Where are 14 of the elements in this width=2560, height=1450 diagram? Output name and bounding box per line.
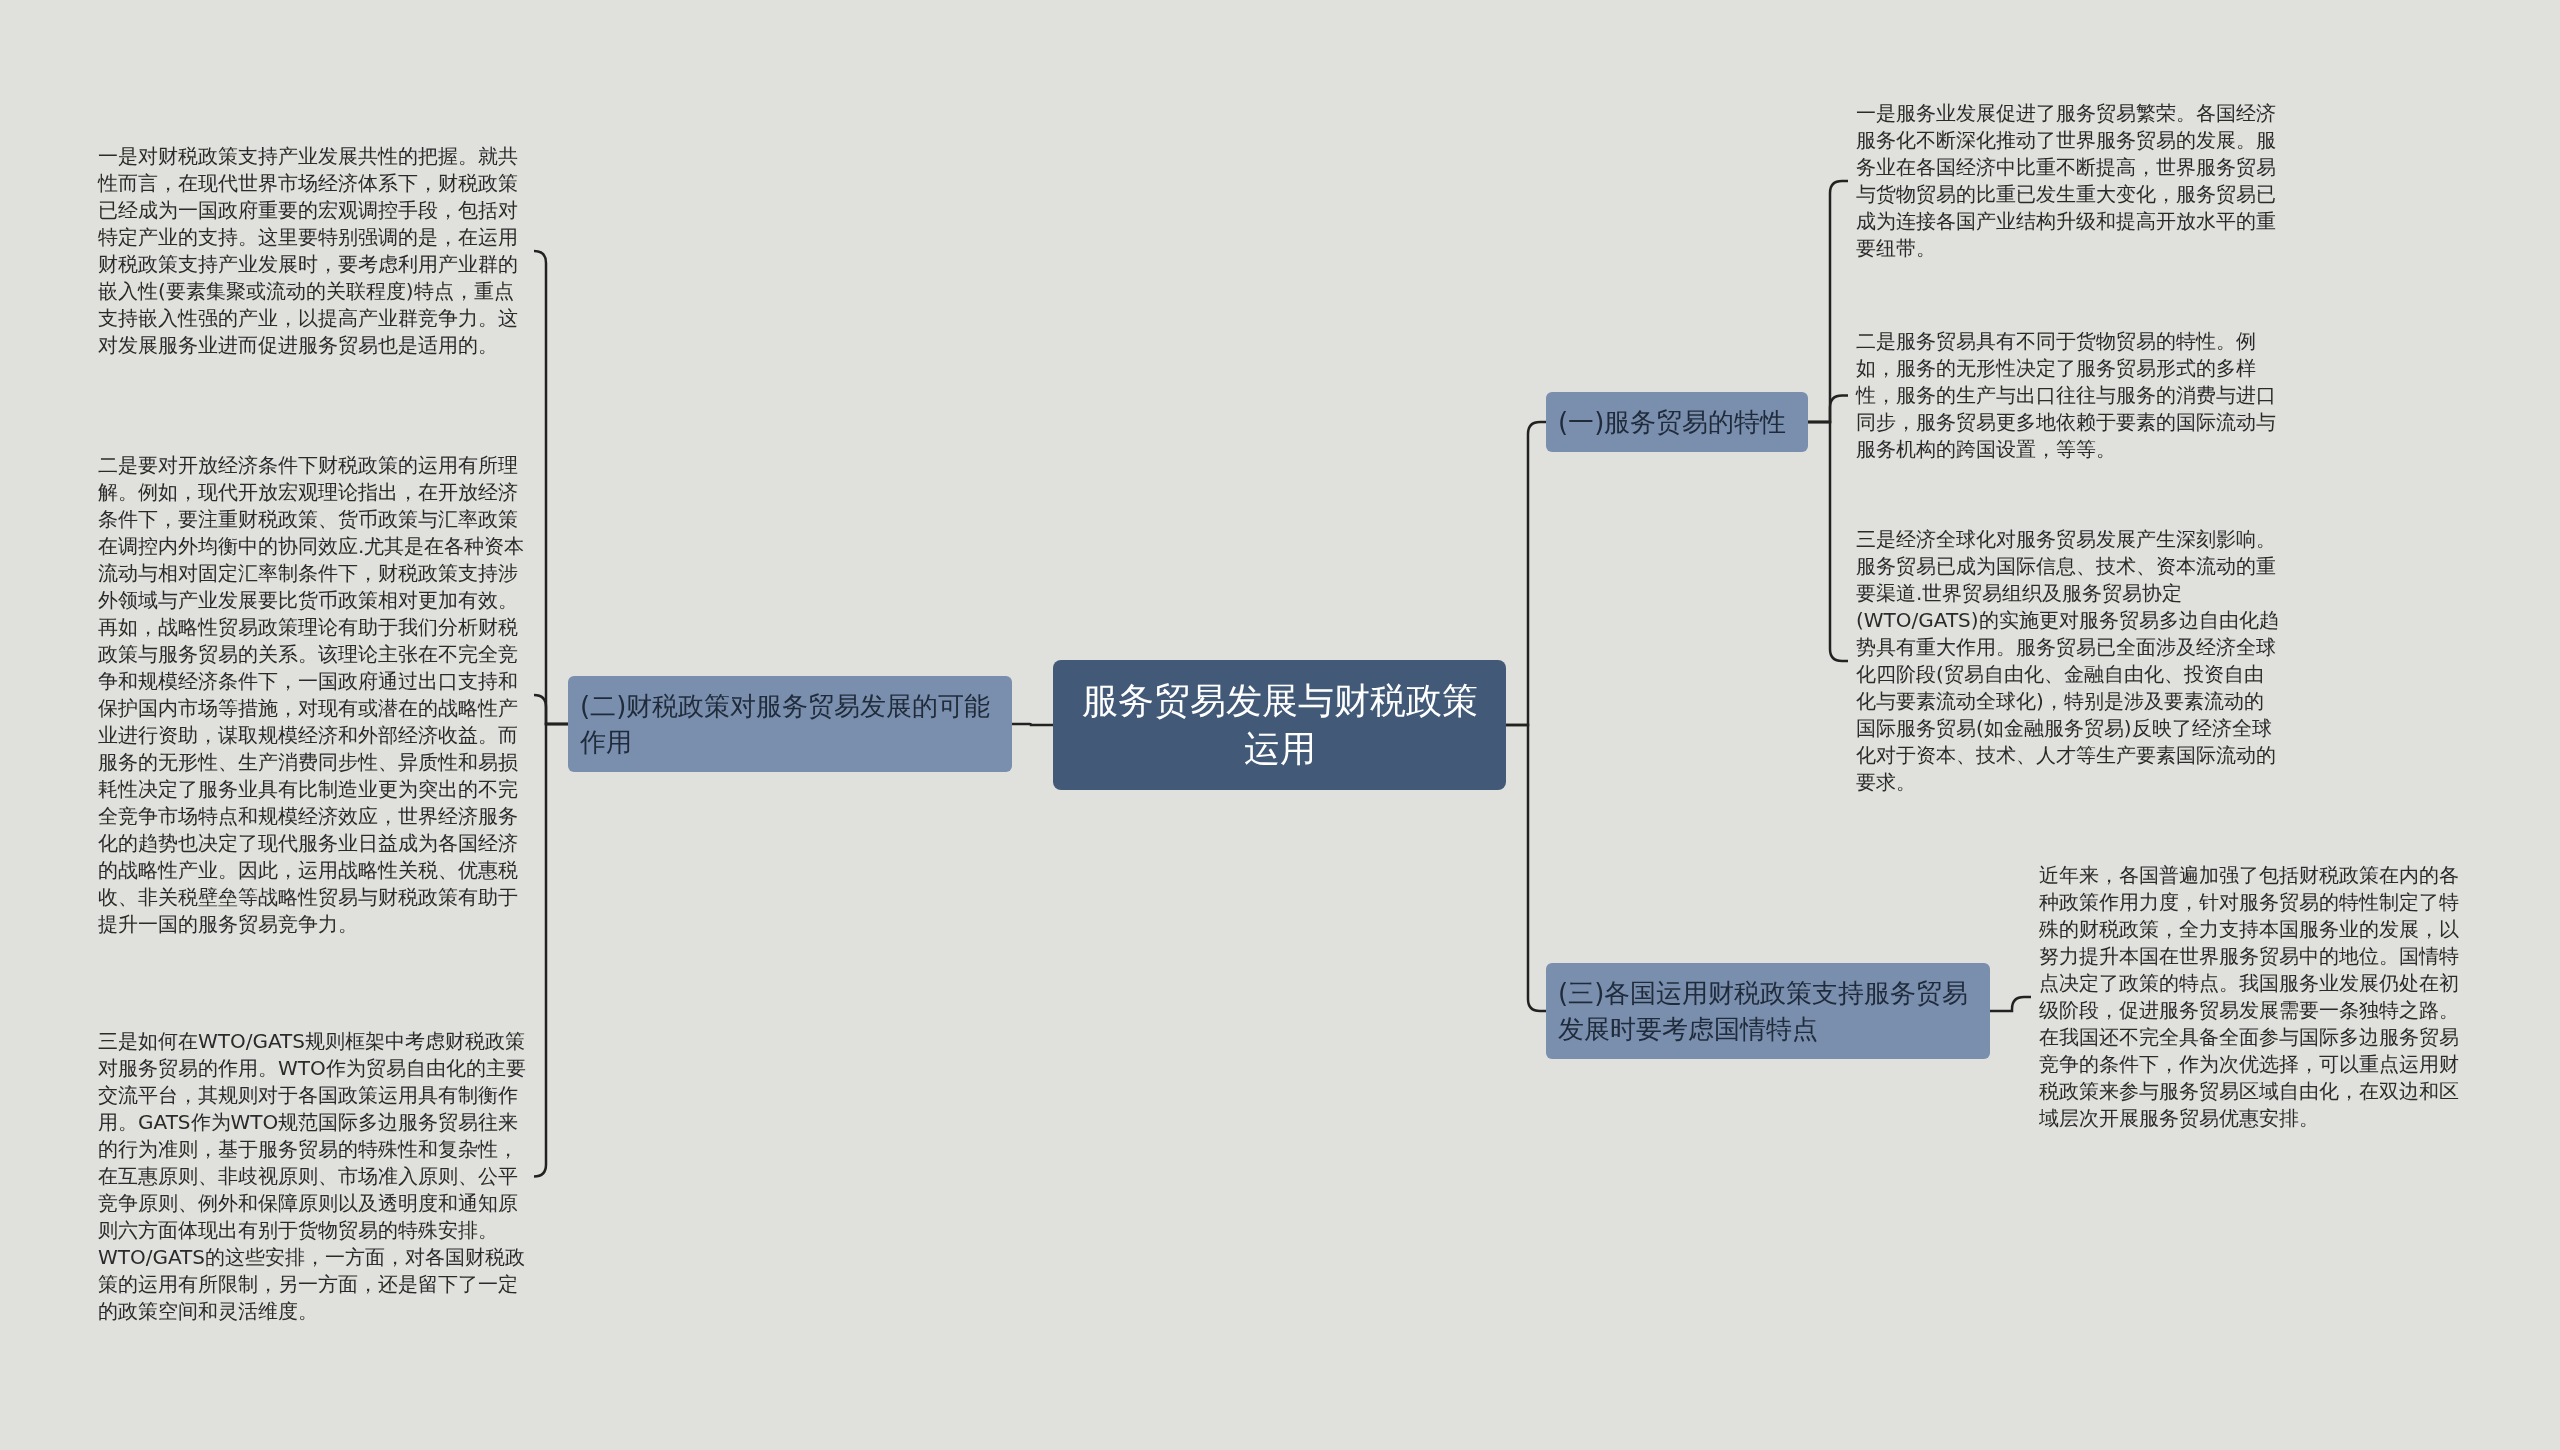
branch-box: (一)服务贸易的特性 <box>1546 392 1808 452</box>
note-text: 二是服务贸易具有不同于货物贸易的特性。例如，服务的无形性决定了服务贸易形式的多样性，服务的生产与出口往往与服务的消费与进口同步，服务贸易更多地依赖于要素的国际流动与服务机构的跨国设置，等等。 <box>1856 328 2280 463</box>
connector <box>1990 995 2031 1013</box>
note-text: 一是对财税政策支持产业发展共性的把握。就共性而言，在现代世界市场经济体系下，财税政策已经成为一国政府重要的宏观调控手段，包括对特定产业的支持。这里要特别强调的是，在运用财税政策支持产业发展时，要考虑利用产业群的嵌入性(要素集聚或流动的关联程度)特点，重点支持嵌入性强的产业，以提高产业群竞争力。这对发展服务业进而促进服务贸易也是适用的。 <box>98 143 526 359</box>
note-text: 二是要对开放经济条件下财税政策的运用有所理解。例如，现代开放宏观理论指出，在开放经济条件下，要注重财税政策、货币政策与汇率政策在调控内外均衡中的协同效应.尤其是在各种资本流动与相对固定汇率制条件下，财税政策支持涉外领域与产业发展要比货币政策相对更加有效。再如，战略性贸易政策理论有助于我们分析财税政策与服务贸易的关系。该理论主张在不完全竞争和规模经济条件下，一国政府通过出口支持和保护国内市场等措施，对现有或潜在的战略性产业进行资助，谋取规模经济和外部经济收益。而服务的无形性、生产消费同步性、异质性和易损耗性决定了服务业具有比制造业更为突出的不完全竞争市场特点和规模经济效应，世界经济服务化的趋势也决定了现代服务业日益成为各国经济的战略性产业。因此，运用战略性关税、优惠税收、非关税壁垒等战略性贸易与财税政策有助于提升一国的服务贸易竞争力。 <box>98 452 526 938</box>
note-text: 近年来，各国普遍加强了包括财税政策在内的各种政策作用力度，针对服务贸易的特性制定了特殊的财税政策，全力支持本国服务业的发展，以努力提升本国在世界服务贸易中的地位。国情特点决定了政策的特点。我国服务业发展仍处在初级阶段，促进服务贸易发展需要一条独特之路。在我国还不完全具备全面参与国际多边服务贸易竞争的条件下，作为次优选择，可以重点运用财税政策来参与服务贸易区域自由化，在双边和区域层次开展服务贸易优惠安排。 <box>2039 862 2463 1132</box>
note-text: 三是经济全球化对服务贸易发展产生深刻影响。服务贸易已成为国际信息、技术、资本流动的重要渠道.世界贸易组织及服务贸易协定(WTO/GATS)的实施更对服务贸易多边自由化趋势具有重大作用。服务贸易已全面涉及经济全球化四阶段(贸易自由化、金融自由化、投资自由化与要素流动全球化)，特别是涉及要素流动的国际服务贸易(如金融服务贸易)反映了经济全球化对于资本、技术、人才等生产要素国际流动的要求。 <box>1856 526 2280 796</box>
connector <box>1012 722 1053 727</box>
note-text: 一是服务业发展促进了服务贸易繁荣。各国经济服务化不断深化推动了世界服务贸易的发展。服务业在各国经济中比重不断提高，世界服务贸易与货物贸易的比重已发生重大变化，服务贸易已成为连接各国产业结构升级和提高开放水平的重要纽带。 <box>1856 100 2280 262</box>
topic-box: 服务贸易发展与财税政策运用 <box>1053 660 1506 790</box>
note-text: 三是如何在WTO/GATS规则框架中考虑财税政策对服务贸易的作用。WTO作为贸易自由化的主要交流平台，其规则对于各国政策运用具有制衡作用。GATS作为WTO规范国际多边服务贸易往来的行为准则，基于服务贸易的特殊性和复杂性，在互惠原则、非歧视原则、市场准入原则、公平竞争原则、例外和保障原则以及透明度和通知原则六方面体现出有别于货物贸易的特殊安排。WTO/GATS的这些安排，一方面，对各国财税政策的运用有所限制，另一方面，还是留下了一定的政策空间和灵活维度。 <box>98 1028 526 1325</box>
branch-box: (三)各国运用财税政策支持服务贸易发展时要考虑国情特点 <box>1546 963 1990 1059</box>
connector <box>532 722 568 1178</box>
branch-box: (二)财税政策对服务贸易发展的可能作用 <box>568 676 1012 772</box>
